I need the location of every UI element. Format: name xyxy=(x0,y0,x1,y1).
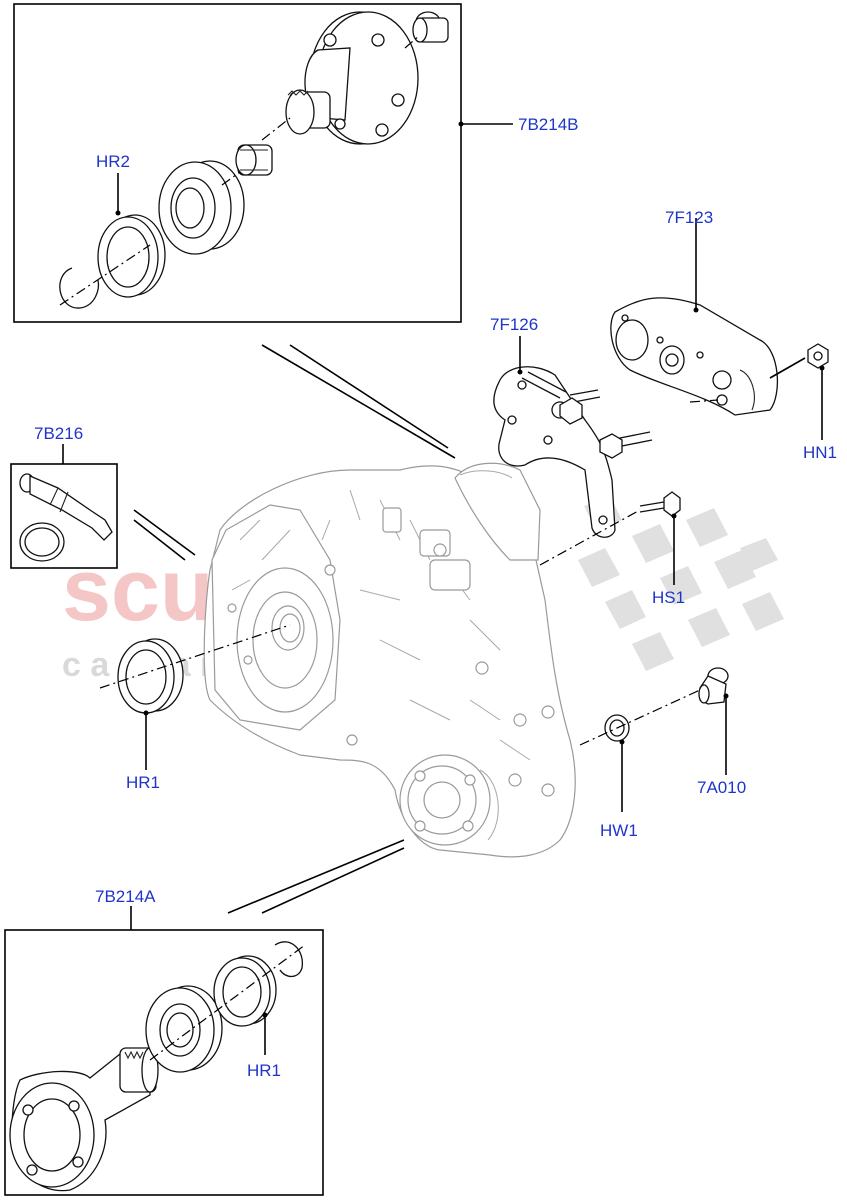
circlip-top[interactable] xyxy=(59,267,100,309)
front-output-flange-kit-box: 7B214A HR1 xyxy=(4,887,324,1196)
kit-frame-7b216 xyxy=(10,463,118,569)
label-7a010: 7A010 xyxy=(697,778,746,797)
seal-kit-7b216-box: 7B216 xyxy=(10,424,118,569)
label-hw1: HW1 xyxy=(600,821,638,840)
label-hr1-bottom: HR1 xyxy=(247,1061,281,1080)
output-flange[interactable] xyxy=(285,11,419,145)
control-module-7f123[interactable] xyxy=(610,297,779,416)
transfer-case-housing[interactable] xyxy=(203,462,576,858)
seal-hr2[interactable] xyxy=(97,214,166,298)
label-hn1: HN1 xyxy=(803,443,837,462)
label-7f123: 7F123 xyxy=(665,208,713,227)
label-hr1-left: HR1 xyxy=(126,773,160,792)
label-7f126: 7F126 xyxy=(490,315,538,334)
drain-plug-7a010[interactable] xyxy=(698,667,729,705)
label-hr2: HR2 xyxy=(96,152,130,171)
rear-output-flange-kit-box: 7B214B HR2 xyxy=(13,3,579,323)
front-output-flange[interactable] xyxy=(9,1047,159,1192)
kit-frame-7b214a xyxy=(4,929,324,1196)
nut-hn1[interactable] xyxy=(807,343,829,369)
label-7b214a: 7B214A xyxy=(95,887,156,906)
seal-installer-tool[interactable] xyxy=(19,473,113,541)
circlip-bottom[interactable] xyxy=(274,941,303,978)
seal-hr1-left[interactable] xyxy=(117,638,184,714)
bolt-hs1[interactable] xyxy=(639,491,681,517)
roller-bearing[interactable] xyxy=(235,144,273,176)
o-ring-seal[interactable] xyxy=(19,522,65,562)
label-hs1: HS1 xyxy=(652,588,685,607)
ball-bearing[interactable] xyxy=(158,160,245,255)
flange-bushing[interactable] xyxy=(412,11,449,43)
label-7b216: 7B216 xyxy=(34,424,83,443)
front-ball-bearing[interactable] xyxy=(145,985,223,1073)
label-7b214b: 7B214B xyxy=(518,115,579,134)
kit-frame-7b214b xyxy=(13,3,462,323)
mounting-bracket-7f126[interactable] xyxy=(493,366,653,538)
